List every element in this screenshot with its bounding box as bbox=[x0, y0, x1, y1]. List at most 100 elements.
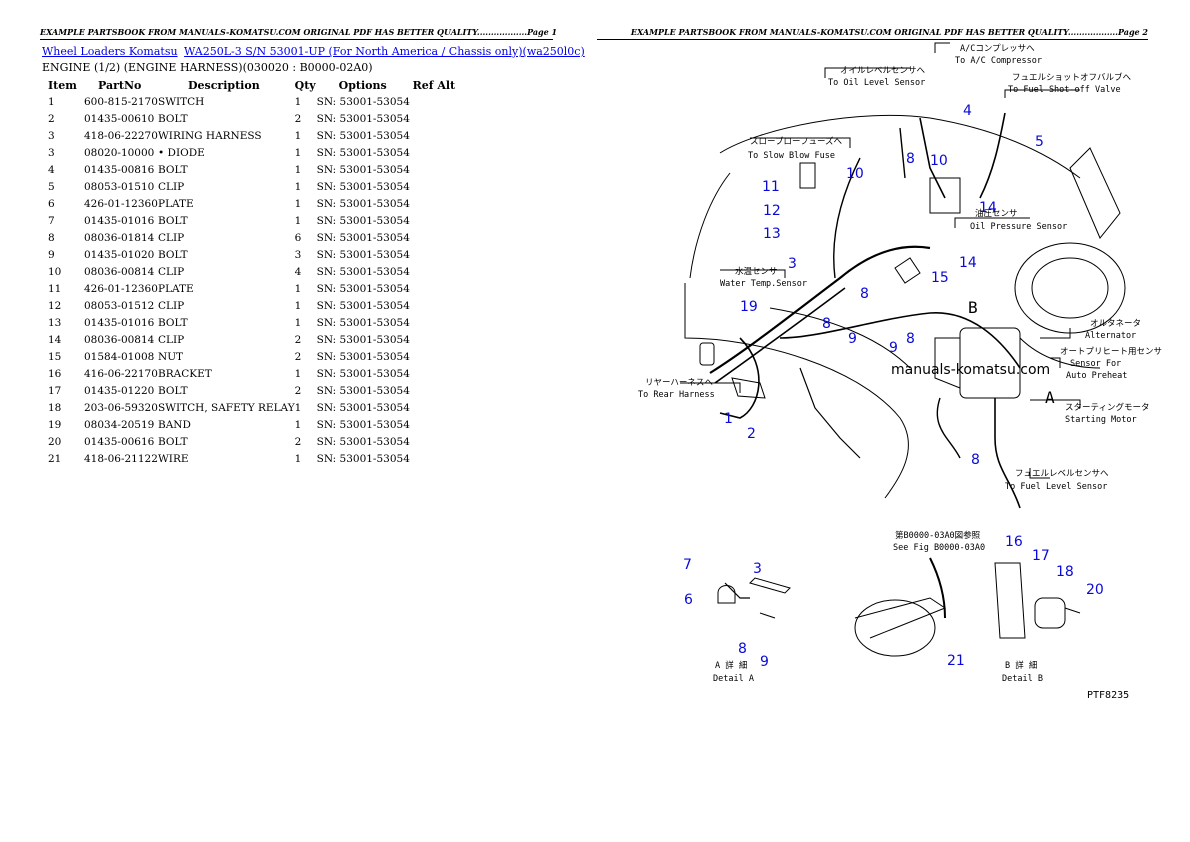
label-oil-pressure-en: Oil Pressure Sensor bbox=[970, 222, 1067, 232]
callout-9b: 9 bbox=[889, 340, 898, 356]
cell-description: BOLT bbox=[158, 163, 188, 176]
callout-16: 16 bbox=[1005, 534, 1023, 550]
label-see-fig-jp: 第B0000-03A0図参照 bbox=[895, 530, 981, 541]
cell-options: SN: 53001-53054 bbox=[316, 333, 410, 346]
cell-item: 13 bbox=[48, 316, 62, 329]
cell-qty: 1 bbox=[294, 146, 302, 159]
cell-options: SN: 53001-53054 bbox=[316, 401, 410, 414]
cell-partno: 01435-01020 bbox=[84, 248, 155, 261]
callout-13: 13 bbox=[763, 226, 781, 242]
cell-description: CLIP bbox=[158, 333, 185, 346]
label-view-a: A bbox=[1045, 388, 1055, 407]
cell-qty: 4 bbox=[294, 265, 302, 278]
cell-item: 11 bbox=[48, 282, 62, 295]
cell-item: 3 bbox=[48, 146, 55, 159]
cell-partno: 01435-01220 bbox=[84, 384, 155, 397]
diagram-linework bbox=[680, 42, 1126, 657]
cell-qty: 3 bbox=[294, 248, 302, 261]
label-view-b: B bbox=[968, 298, 978, 317]
cell-options: SN: 53001-53054 bbox=[316, 95, 410, 108]
label-fuel-level-en: To Fuel Level Sensor bbox=[1005, 482, 1107, 492]
callout-17: 17 bbox=[1032, 548, 1050, 564]
col-header-options: Options bbox=[338, 78, 387, 92]
callout-21: 21 bbox=[947, 653, 965, 669]
col-header-partno: PartNo bbox=[98, 78, 142, 92]
cell-refalt bbox=[413, 246, 463, 263]
callout-3: 3 bbox=[788, 256, 797, 272]
cell-qty: 2 bbox=[294, 333, 302, 346]
cell-description: BRACKET bbox=[158, 367, 212, 380]
label-oil-level-en: To Oil Level Sensor bbox=[828, 78, 925, 88]
cell-description: BOLT bbox=[158, 435, 188, 448]
cell-qty: 1 bbox=[294, 129, 302, 142]
cell-refalt bbox=[413, 144, 463, 161]
cell-item: 21 bbox=[48, 452, 62, 465]
callout-9a: 9 bbox=[848, 331, 857, 347]
cell-item: 8 bbox=[48, 231, 55, 244]
cell-partno: 01435-00610 bbox=[84, 112, 155, 125]
cell-qty: 1 bbox=[294, 163, 302, 176]
cell-refalt bbox=[413, 263, 463, 280]
cell-item: 15 bbox=[48, 350, 62, 363]
cell-item: 3 bbox=[48, 129, 55, 142]
cell-refalt bbox=[413, 382, 463, 399]
callout-5: 5 bbox=[1035, 134, 1044, 150]
parts-table: Item PartNo Description Qty Options Ref … bbox=[42, 77, 463, 467]
cell-partno: 600-815-2170 bbox=[84, 95, 158, 108]
callout-11: 11 bbox=[762, 179, 780, 195]
cell-partno: 08053-01512 bbox=[84, 299, 155, 312]
cell-refalt bbox=[413, 365, 463, 382]
label-detail-b-jp: B 詳 細 bbox=[1005, 660, 1037, 671]
cell-refalt bbox=[413, 229, 463, 246]
cell-options: SN: 53001-53054 bbox=[316, 299, 410, 312]
cell-options: SN: 53001-53054 bbox=[316, 146, 410, 159]
label-water-temp-en: Water Temp.Sensor bbox=[720, 279, 807, 289]
callout-19: 19 bbox=[740, 299, 758, 315]
breadcrumb-link-model[interactable]: WA250L-3 S/N 53001-UP (For North America… bbox=[184, 45, 585, 58]
cell-options: SN: 53001-53054 bbox=[316, 384, 410, 397]
cell-qty: 2 bbox=[294, 435, 302, 448]
cell-item: 20 bbox=[48, 435, 62, 448]
cell-description: CLIP bbox=[158, 231, 185, 244]
cell-refalt bbox=[413, 331, 463, 348]
cell-item: 9 bbox=[48, 248, 55, 261]
callout-9c: 9 bbox=[760, 654, 769, 670]
cell-description: BOLT bbox=[158, 384, 188, 397]
cell-item: 6 bbox=[48, 197, 55, 210]
label-rear-harness-jp: リヤーハーネスへ bbox=[645, 378, 713, 388]
cell-options: SN: 53001-53054 bbox=[316, 163, 410, 176]
label-fuel-shutoff-jp: フュエルショットオフバルブへ bbox=[1012, 72, 1132, 83]
label-alternator-en: Alternator bbox=[1085, 331, 1136, 341]
section-title: ENGINE (1/2) (ENGINE HARNESS)(030020 : B… bbox=[42, 61, 373, 74]
page-header-left: EXAMPLE PARTSBOOK FROM MANUALS-KOMATSU.C… bbox=[40, 27, 557, 40]
cell-partno: 418-06-21122 bbox=[84, 452, 158, 465]
label-alternator-jp: オルタネータ bbox=[1090, 319, 1141, 329]
callout-8f: 8 bbox=[738, 641, 747, 657]
label-rear-harness-en: To Rear Harness bbox=[638, 390, 715, 400]
cell-refalt bbox=[413, 450, 463, 467]
cell-options: SN: 53001-53054 bbox=[316, 435, 410, 448]
cell-refalt bbox=[413, 348, 463, 365]
cell-qty: 1 bbox=[294, 316, 302, 329]
label-water-temp-jp: 水温センサ bbox=[735, 266, 778, 277]
breadcrumb-link-category[interactable]: Wheel Loaders Komatsu bbox=[42, 45, 178, 58]
callout-3b: 3 bbox=[753, 561, 762, 577]
label-starting-motor-en: Starting Motor bbox=[1065, 415, 1137, 425]
breadcrumb: Wheel Loaders Komatsu WA250L-3 S/N 53001… bbox=[42, 45, 585, 58]
cell-partno: 08020-10000 bbox=[84, 146, 155, 159]
cell-options: SN: 53001-53054 bbox=[316, 197, 410, 210]
cell-qty: 2 bbox=[294, 112, 302, 125]
col-header-qty: Qty bbox=[294, 78, 316, 92]
callout-8e: 8 bbox=[971, 452, 980, 468]
cell-options: SN: 53001-53054 bbox=[316, 316, 410, 329]
cell-partno: 08036-00814 bbox=[84, 333, 155, 346]
callout-15: 15 bbox=[931, 270, 949, 286]
callout-8d: 8 bbox=[906, 331, 915, 347]
